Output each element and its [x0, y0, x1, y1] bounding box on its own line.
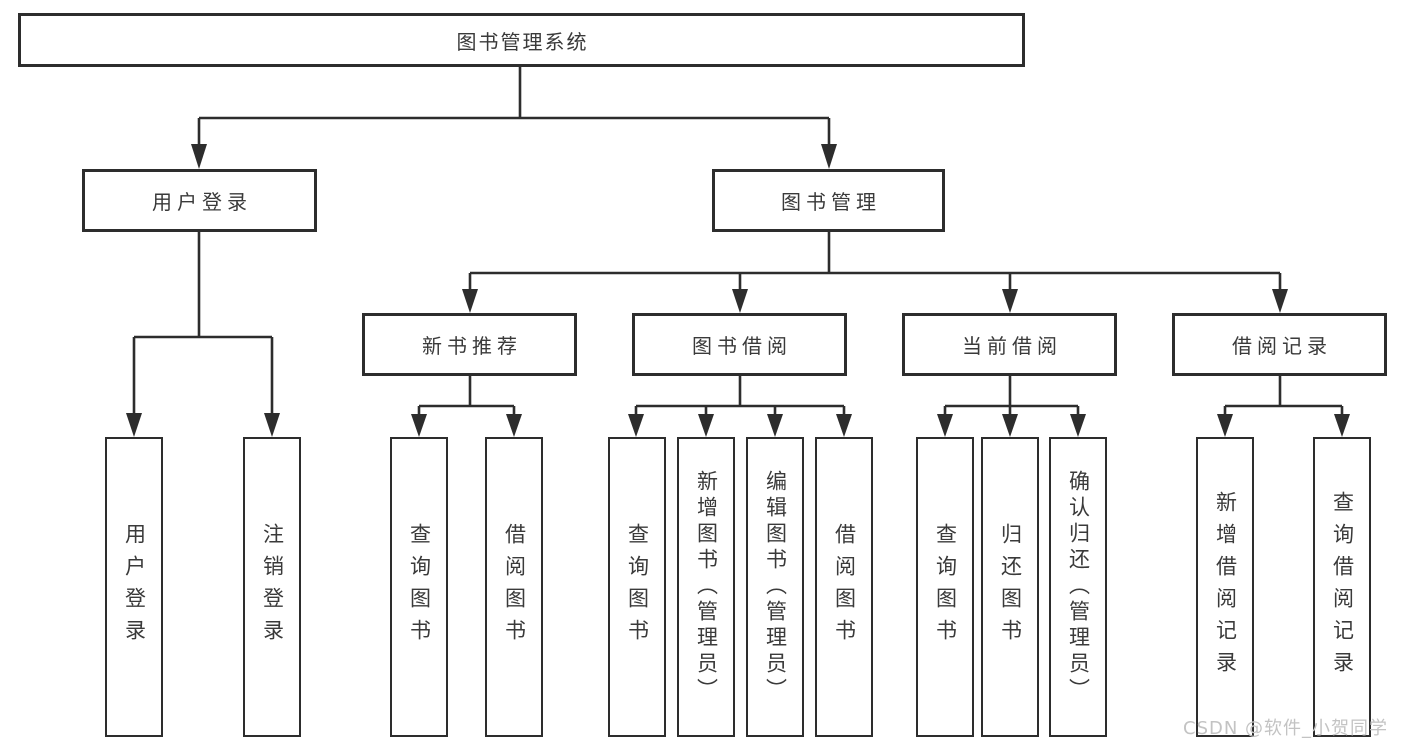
- node-book-management: 图书管理: [712, 169, 945, 232]
- arrowhead-icon: [1334, 414, 1350, 437]
- arrowhead-icon: [1070, 414, 1086, 437]
- leaf-label: 查询借阅记录: [1330, 491, 1355, 683]
- leaf-label: 编辑图书（管理员）: [763, 470, 788, 704]
- csdn-watermark: CSDN @软件_小贺同学: [1183, 718, 1389, 739]
- node-library-system: 图书管理系统: [18, 13, 1025, 67]
- leaf-query-books-recommend: 查询图书: [390, 437, 448, 737]
- leaf-label: 查询图书: [625, 523, 650, 651]
- node-current-borrowing: 当前借阅: [902, 313, 1117, 376]
- node-label: 借阅记录: [1232, 334, 1332, 358]
- arrowhead-icon: [462, 289, 478, 313]
- arrowhead-icon: [628, 414, 644, 437]
- node-label: 当前借阅: [962, 334, 1062, 358]
- connector: [943, 376, 1080, 416]
- leaf-query-books-borrowing: 查询图书: [608, 437, 666, 737]
- node-label: 用户登录: [152, 190, 252, 214]
- node-borrowing-records: 借阅记录: [1172, 313, 1387, 376]
- connector: [197, 67, 831, 147]
- leaf-label: 借阅图书: [502, 523, 527, 651]
- leaf-label: 新增借阅记录: [1213, 491, 1238, 683]
- leaf-label: 用户登录: [122, 523, 147, 651]
- leaf-confirm-return-admin: 确认归还（管理员）: [1049, 437, 1107, 737]
- arrowhead-icon: [767, 414, 783, 437]
- node-new-book-recommend: 新书推荐: [362, 313, 577, 376]
- node-book-borrowing: 图书借阅: [632, 313, 847, 376]
- leaf-label: 借阅图书: [832, 523, 857, 651]
- leaf-user-login: 用户登录: [105, 437, 163, 737]
- leaf-borrow-books-borrowing: 借阅图书: [815, 437, 873, 737]
- leaf-label: 注销登录: [260, 523, 285, 651]
- leaf-query-borrow-record: 查询借阅记录: [1313, 437, 1371, 737]
- arrowhead-icon: [937, 414, 953, 437]
- connector: [634, 376, 846, 416]
- arrowhead-icon: [126, 413, 142, 437]
- leaf-label: 新增图书（管理员）: [694, 470, 719, 704]
- arrowhead-icon: [411, 414, 427, 437]
- leaf-borrow-books-recommend: 借阅图书: [485, 437, 543, 737]
- arrowhead-icon: [191, 144, 207, 169]
- arrowhead-icon: [836, 414, 852, 437]
- connector: [1223, 376, 1344, 416]
- leaf-label: 查询图书: [407, 523, 432, 651]
- node-label: 图书借阅: [692, 334, 792, 358]
- arrowhead-icon: [698, 414, 714, 437]
- leaf-label: 确认归还（管理员）: [1066, 470, 1091, 704]
- leaf-label: 归还图书: [998, 523, 1023, 651]
- arrowhead-icon: [1272, 289, 1288, 313]
- leaf-add-borrow-record: 新增借阅记录: [1196, 437, 1254, 737]
- leaf-edit-book-admin: 编辑图书（管理员）: [746, 437, 804, 737]
- leaf-add-book-admin: 新增图书（管理员）: [677, 437, 735, 737]
- arrowhead-icon: [264, 413, 280, 437]
- node-user-login: 用户登录: [82, 169, 317, 232]
- arrowhead-icon: [732, 289, 748, 313]
- connector: [468, 232, 1282, 292]
- leaf-return-book: 归还图书: [981, 437, 1039, 737]
- node-label: 图书管理系统: [456, 29, 589, 54]
- node-label: 图书管理: [781, 190, 881, 214]
- leaf-label: 查询图书: [933, 523, 958, 651]
- arrowhead-icon: [506, 414, 522, 437]
- arrowhead-icon: [1002, 414, 1018, 437]
- leaf-logout: 注销登录: [243, 437, 301, 737]
- leaf-query-books-current: 查询图书: [916, 437, 974, 737]
- arrowhead-icon: [821, 144, 837, 169]
- connector: [417, 376, 516, 416]
- node-label: 新书推荐: [422, 334, 522, 358]
- connector: [132, 232, 274, 416]
- arrowhead-icon: [1217, 414, 1233, 437]
- arrowhead-icon: [1002, 289, 1018, 313]
